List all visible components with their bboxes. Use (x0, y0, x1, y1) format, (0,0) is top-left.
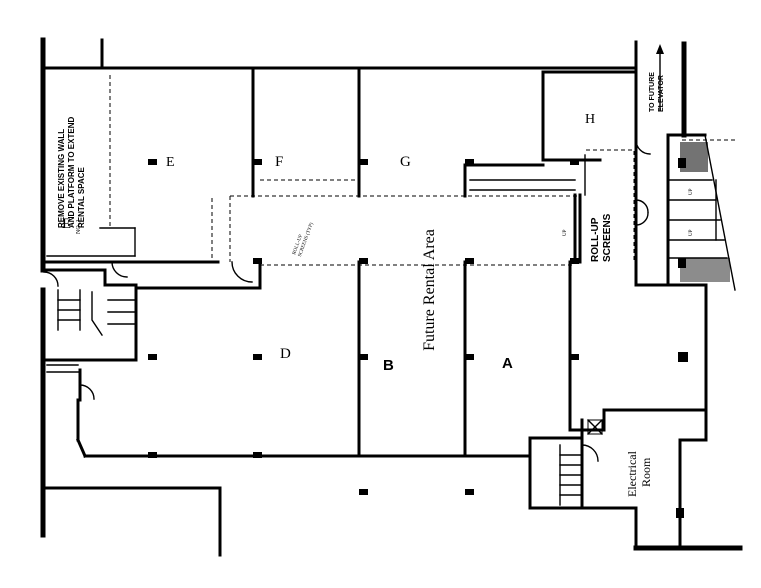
elevator-line-2: ELEVATOR (658, 75, 665, 112)
upper-partitions (45, 66, 638, 264)
column (253, 258, 262, 264)
column (465, 489, 474, 495)
to-future-elevator-note: TO FUTURE ELEVATOR (649, 72, 665, 112)
column (465, 258, 474, 264)
up-mark: UP (689, 188, 694, 195)
upper-right-stair (634, 44, 736, 291)
structural-columns (148, 158, 688, 518)
column (359, 354, 368, 360)
electrical-line-1: Electrical (625, 450, 639, 497)
up-mark: UP (689, 229, 694, 236)
column (148, 452, 157, 458)
left-stair (57, 289, 137, 336)
room-label-a: A (502, 355, 513, 372)
electrical-line-2: Room (639, 457, 653, 487)
column (253, 159, 262, 165)
column (148, 354, 157, 360)
column (253, 452, 262, 458)
column (465, 354, 474, 360)
column (465, 159, 474, 165)
room-label-d: D (280, 346, 291, 362)
door-swings (43, 139, 651, 462)
up-mark: UP (563, 229, 568, 236)
room-label-h: H (585, 112, 595, 127)
electrical-stair (559, 419, 603, 506)
column (359, 258, 368, 264)
elevator-line-1: TO FUTURE (649, 72, 656, 112)
room-label-b: B (383, 357, 394, 374)
room-label-e-small: E (62, 216, 71, 232)
remove-wall-note: REMOVE EXISTING WALL AND PLATFORM TO EXT… (57, 117, 86, 228)
future-rental-area-label: Future Rental Area (421, 229, 438, 351)
roll-up-hatch (469, 154, 586, 196)
column (359, 489, 368, 495)
column (678, 158, 686, 168)
column (570, 354, 579, 360)
column (570, 159, 579, 165)
column (253, 354, 262, 360)
room-label-e: E (166, 155, 175, 170)
column (148, 159, 157, 165)
remove-note-line-3: RENTAL SPACE (77, 166, 86, 228)
roll-up-typ-line-1: ROLL-UP (292, 234, 304, 256)
column (359, 159, 368, 165)
exterior-walls (40, 37, 687, 557)
electrical-room-walls (528, 418, 743, 551)
column (678, 352, 688, 362)
dashed-removal-lines (109, 75, 736, 266)
roll-up-screens-note: ROLL-UP SCREENS (590, 213, 613, 262)
small-code-label: NO. 1 (76, 219, 82, 234)
room-label-f: F (275, 154, 283, 170)
column (676, 508, 684, 518)
room-label-g: G (400, 154, 411, 170)
remove-note-line-2: AND PLATFORM TO EXTEND (67, 117, 76, 228)
roll-up-line-1: ROLL-UP (590, 217, 601, 262)
column (678, 258, 686, 268)
roll-up-typ-note: ROLL-UP SCREENS (TYP) (292, 222, 315, 258)
remove-note-line-1: REMOVE EXISTING WALL (57, 129, 66, 228)
column (570, 258, 579, 264)
roll-up-line-2: SCREENS (602, 213, 613, 262)
electrical-room-label: Electrical Room (625, 450, 653, 497)
